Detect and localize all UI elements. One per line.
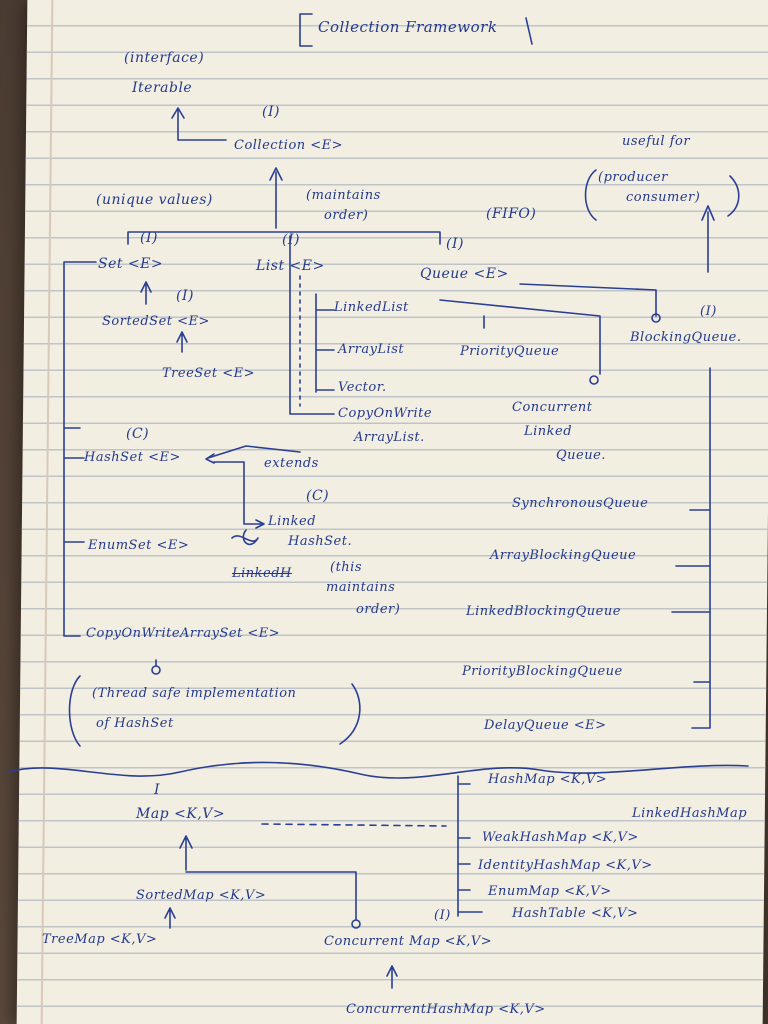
list-tag: (I): [282, 232, 300, 248]
concurrent-queue-junction: [589, 375, 599, 385]
chm-arrow: [386, 965, 398, 989]
sortedmap-bracket: [185, 871, 357, 921]
cow-set-junction: [151, 665, 161, 675]
blocking-trunk: [671, 367, 711, 729]
synchronousqueue-label: SynchronousQueue: [512, 496, 649, 511]
blockingqueue-label: BlockingQueue.: [630, 330, 742, 345]
list-bracket: [289, 235, 335, 415]
treemap-arrow: [164, 907, 176, 929]
blockingqueue-tag: (I): [700, 304, 717, 319]
thread-safe-line2: of HashSet: [96, 716, 174, 731]
linkedhashset-line2: HashSet.: [288, 534, 353, 549]
hashmap-label: HashMap <K,V>: [488, 772, 608, 787]
arraylist-label: ArrayList: [338, 342, 405, 357]
linkedhashset-connector: [213, 461, 265, 529]
priorityblockingqueue-label: PriorityBlockingQueue: [462, 664, 623, 679]
useful-for: useful for: [622, 134, 691, 149]
thread-safe-brace-left: [68, 675, 81, 747]
treemap-label: TreeMap <K,V>: [42, 932, 158, 947]
order-note-3: order): [356, 602, 401, 617]
list-label: List <E>: [256, 258, 325, 274]
iterable-tag: (interface): [124, 50, 205, 66]
sortedset-label: SortedSet <E>: [102, 314, 210, 329]
queue-note: (FIFO): [486, 206, 537, 222]
blocking-queue-junction: [651, 313, 661, 323]
page-title: Collection Framework: [318, 18, 498, 36]
treeset-arrow: [176, 331, 188, 353]
map-label: Map <K,V>: [136, 806, 226, 822]
iterable-arrow: [171, 107, 227, 141]
concurrentmap-tag: (I): [434, 908, 451, 923]
concurrent-map-junction: [351, 919, 361, 929]
sortedset-tag: (I): [176, 288, 194, 304]
hashset-label: HashSet <E>: [84, 450, 181, 465]
order-note-1: (this: [330, 560, 362, 575]
set-label: Set <E>: [98, 256, 164, 272]
thread-safe-line1: (Thread safe implementation: [92, 686, 297, 701]
map-dash: [261, 823, 447, 827]
set-trunk: [63, 261, 97, 637]
sortedmap-label: SortedMap <K,V>: [136, 888, 267, 903]
extends-label: extends: [264, 456, 319, 471]
enumset-label: EnumSet <E>: [88, 538, 190, 553]
section-divider: [7, 761, 749, 779]
collection-label: Collection <E>: [234, 138, 344, 153]
treeset-label: TreeSet <E>: [162, 366, 256, 381]
weakhashmap-label: WeakHashMap <K,V>: [482, 830, 639, 845]
cow-arrayset-label: CopyOnWriteArraySet <E>: [86, 626, 281, 641]
vector-label: Vector.: [338, 380, 387, 395]
hashtable-label: HashTable <K,V>: [512, 906, 639, 921]
linkedhashmap-label: LinkedHashMap: [632, 806, 748, 821]
delayqueue-label: DelayQueue <E>: [484, 718, 607, 733]
map-arrow: [179, 835, 193, 871]
linkedhashset-line1: Linked: [268, 514, 317, 529]
sortedset-arrow: [140, 281, 152, 305]
cow-arraylist-line1: CopyOnWrite: [338, 406, 433, 421]
map-impl-bracket: [457, 775, 483, 917]
producer-arrow: [701, 205, 715, 273]
clq-line3: Queue.: [556, 448, 606, 463]
arrayblockingqueue-label: ArrayBlockingQueue: [490, 548, 637, 563]
concurrentmap-label: Concurrent Map <K,V>: [324, 934, 493, 949]
priorityqueue-label: PriorityQueue: [460, 344, 560, 359]
collection-arrow: [269, 167, 283, 229]
linkedhashset-tag: (C): [306, 488, 330, 504]
enumset-scribble: [231, 529, 259, 546]
thread-safe-brace-right: [339, 683, 361, 745]
collection-tag: (I): [262, 104, 280, 120]
concurrenthashmap-label: ConcurrentHashMap <K,V>: [346, 1002, 546, 1017]
clq-line2: Linked: [524, 424, 573, 439]
identityhashmap-label: IdentityHashMap <K,V>: [478, 858, 653, 873]
queue-connector: [439, 283, 657, 375]
enummap-label: EnumMap <K,V>: [488, 884, 612, 899]
producer-brace: [584, 169, 740, 221]
title-bracket: [299, 13, 533, 47]
queue-label: Queue <E>: [420, 266, 509, 282]
linkedlist-label: LinkedList: [334, 300, 409, 315]
list-note-1: (maintains: [306, 188, 381, 203]
producer-line1: (producer: [598, 170, 668, 185]
hashset-tag: (C): [126, 426, 150, 442]
extends-arrow: [205, 445, 301, 464]
iterable-label: Iterable: [132, 80, 193, 96]
struck-text: LinkedH: [232, 566, 292, 581]
producer-line2: consumer): [626, 190, 701, 205]
linkedblockingqueue-label: LinkedBlockingQueue: [466, 604, 621, 619]
clq-line1: Concurrent: [512, 400, 593, 415]
set-tag: (I): [140, 230, 158, 246]
map-tag: I: [154, 782, 161, 798]
set-note: (unique values): [96, 192, 213, 208]
queue-tag: (I): [446, 236, 464, 252]
order-note-2: maintains: [326, 580, 396, 595]
cow-arraylist-line2: ArrayList.: [354, 430, 425, 445]
branch-bracket: [127, 231, 441, 245]
list-note-2: order): [324, 208, 369, 223]
